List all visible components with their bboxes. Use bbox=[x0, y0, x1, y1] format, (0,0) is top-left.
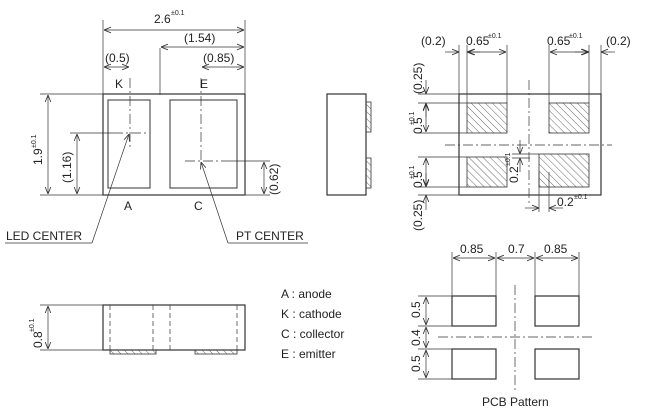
pin-e-label: E bbox=[200, 77, 208, 91]
bottom-pad-view: (0.2) 0.65 ±0.1 0.65 ±0.1 (0.2) (0.25) 0… bbox=[409, 33, 631, 231]
dim-height-tol: ±0.1 bbox=[31, 134, 38, 148]
pin-k-label: K bbox=[115, 77, 123, 91]
pad-bottom-left bbox=[466, 156, 508, 188]
end-pad-bottom bbox=[365, 157, 372, 189]
pcb-h2-label: 0.5 bbox=[409, 355, 423, 372]
legend-collector: C : collector bbox=[281, 327, 344, 341]
pcb-pad-top-left bbox=[451, 295, 497, 327]
pad-top-left bbox=[466, 102, 508, 134]
legend-emitter: E : emitter bbox=[281, 347, 336, 361]
dim-062-label: (0.62) bbox=[267, 164, 281, 195]
dim-05-bottom-tol: ±0.1 bbox=[409, 165, 416, 179]
dim-02-left-label: (0.2) bbox=[421, 34, 446, 48]
dim-overall-width-tol: ±0.1 bbox=[171, 10, 185, 17]
dim-065-left-tol: ±0.1 bbox=[488, 33, 502, 40]
pt-center-leader bbox=[201, 162, 229, 244]
pcb-pad-bottom-right bbox=[534, 348, 580, 380]
dim-025-bottom-label: (0.25) bbox=[411, 200, 425, 231]
dim-02-gap-h-tol: ±0.1 bbox=[574, 194, 588, 201]
dim-05-bottom-label: 0.5 bbox=[411, 171, 425, 188]
dim-02-gap-v-tol: ±0.1 bbox=[505, 152, 512, 166]
pcb-pattern: 0.85 0.7 0.85 0.5 0.4 0.5 PCB Pattern bbox=[409, 242, 592, 409]
pad-bottom-right bbox=[538, 153, 590, 188]
side-elevation: 0.8 ±0.1 bbox=[29, 304, 246, 355]
led-window bbox=[107, 99, 151, 189]
pin-c-label: C bbox=[194, 199, 203, 213]
dim-065-right-tol: ±0.1 bbox=[569, 33, 583, 40]
end-pad-top bbox=[365, 101, 372, 133]
led-center-label: LED CENTER bbox=[6, 229, 82, 243]
pad-top-right bbox=[548, 102, 590, 134]
led-center-leader bbox=[91, 134, 129, 244]
dim-thickness-label: 0.8 bbox=[31, 331, 45, 348]
end-view-body bbox=[326, 93, 367, 196]
pcb-caption: PCB Pattern bbox=[482, 395, 549, 409]
dim-05-label: (0.5) bbox=[105, 51, 130, 65]
dim-085-label: (0.85) bbox=[203, 51, 234, 65]
dim-025-top-label: (0.25) bbox=[411, 63, 425, 94]
dim-065-left-label: 0.65 bbox=[466, 34, 490, 48]
side-pad-right bbox=[194, 349, 238, 355]
dim-154-label: (1.54) bbox=[184, 31, 215, 45]
pcb-w1-label: 0.85 bbox=[460, 242, 484, 256]
dim-thickness-tol: ±0.1 bbox=[29, 318, 36, 332]
legend-anode: A : anode bbox=[281, 287, 332, 301]
dim-02-gap-v-label: 0.2 bbox=[507, 166, 521, 183]
legend-cathode: K : cathode bbox=[281, 307, 342, 321]
dim-02-right-label: (0.2) bbox=[606, 34, 631, 48]
pt-window bbox=[169, 99, 238, 189]
dim-05-top-tol: ±0.1 bbox=[409, 111, 416, 125]
dim-height-label: 1.9 bbox=[31, 148, 45, 165]
pcb-pad-top-right bbox=[534, 295, 580, 327]
pcb-hgap-label: 0.4 bbox=[409, 329, 423, 346]
end-view bbox=[326, 93, 372, 196]
pin-a-label: A bbox=[124, 199, 132, 213]
pcb-pad-bottom-left bbox=[451, 348, 497, 380]
dim-065-right-label: 0.65 bbox=[547, 34, 571, 48]
pcb-h1-label: 0.5 bbox=[409, 301, 423, 318]
pin-legend: A : anode K : cathode C : collector E : … bbox=[281, 287, 344, 361]
dim-02-gap-h-label: 0.2 bbox=[557, 195, 574, 209]
package-outline bbox=[102, 93, 246, 196]
dim-116-label: (1.16) bbox=[60, 152, 74, 183]
side-pad-left bbox=[109, 349, 157, 355]
top-view: 2.6 ±0.1 (1.54) (0.5) (0.85) K E A C 1.9… bbox=[5, 10, 308, 244]
dim-05-top-label: 0.5 bbox=[411, 117, 425, 134]
pcb-gap-label: 0.7 bbox=[508, 242, 525, 256]
side-elevation-body bbox=[102, 304, 246, 351]
pt-center-label: PT CENTER bbox=[236, 229, 304, 243]
dim-overall-width-label: 2.6 bbox=[154, 12, 171, 26]
pcb-w2-label: 0.85 bbox=[544, 242, 568, 256]
